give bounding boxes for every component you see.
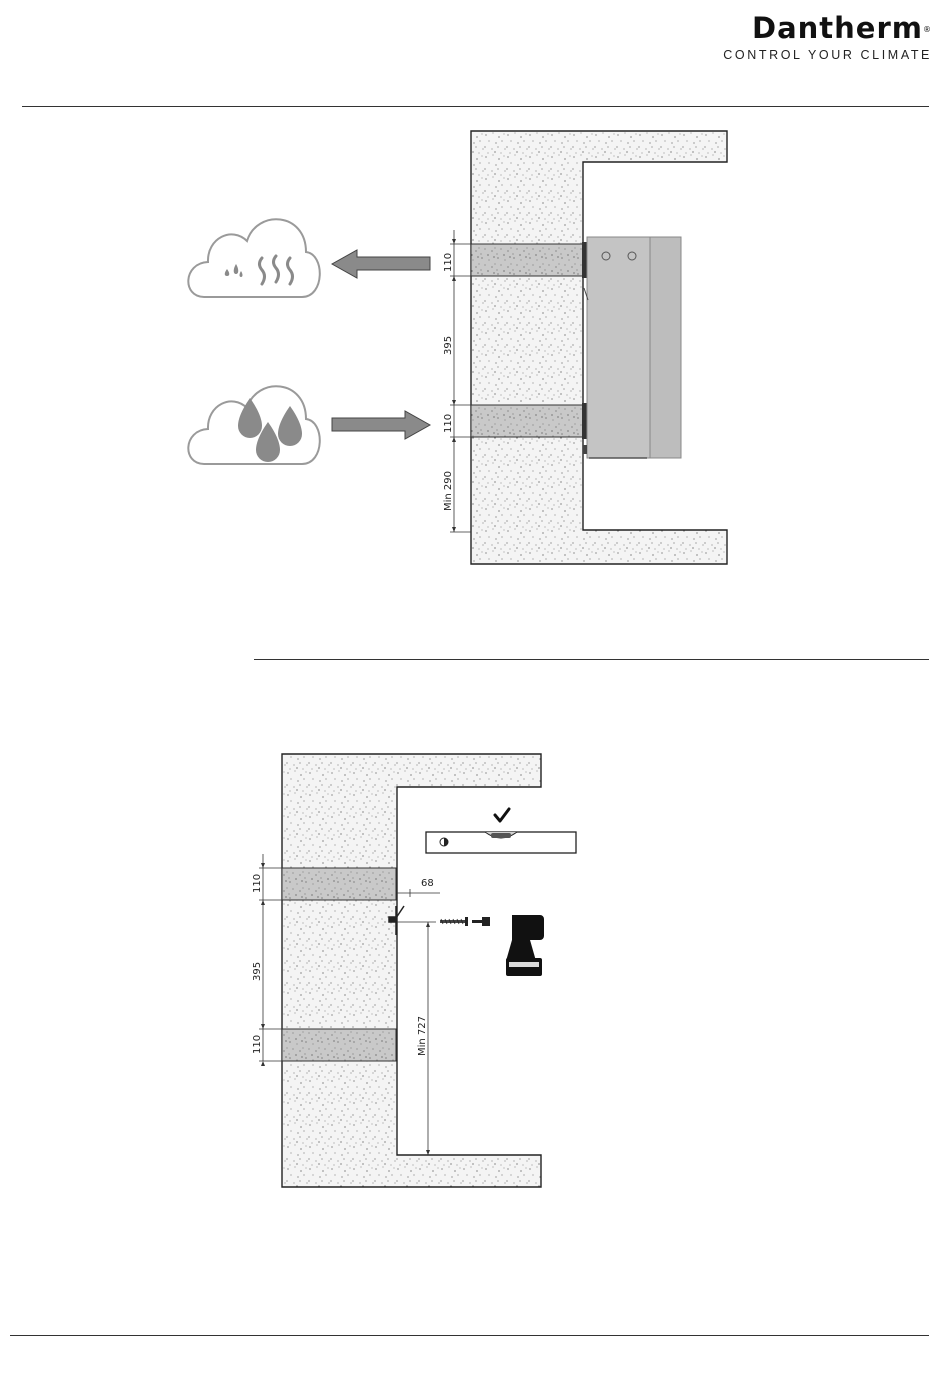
figure-top: 110 395 110 Min 290 [188, 131, 727, 564]
dim-upper-duct-label: 110 [443, 253, 454, 272]
upper-duct-bottom [282, 868, 396, 900]
lower-duct [471, 405, 583, 437]
rain-cloud-icon [188, 386, 319, 464]
humid-cloud-icon [188, 219, 319, 297]
dim-lower-duct-label: 110 [443, 414, 454, 433]
dim-min-floor-label: Min 290 [443, 471, 454, 511]
screw-icon [440, 917, 468, 926]
drill-icon [472, 915, 544, 976]
dim-offset-label: 68 [421, 878, 434, 889]
dim-spacing-label-bottom: 395 [252, 962, 263, 981]
dehumidifier-unit [583, 237, 681, 458]
lower-duct-flange [582, 403, 587, 439]
lower-duct-bottom [282, 1029, 396, 1061]
dim-upper-duct-label-bottom: 110 [252, 874, 263, 893]
checkmark-icon [495, 809, 509, 821]
dim-min-height-label: Min 727 [417, 1016, 428, 1056]
figure-bottom: 110 395 110 68 Min 727 [252, 754, 576, 1187]
intake-arrow-icon [332, 411, 430, 439]
dim-lower-duct-label-bottom: 110 [252, 1035, 263, 1054]
dim-spacing-label: 395 [443, 336, 454, 355]
upper-duct [471, 244, 583, 276]
exhaust-arrow-icon [332, 250, 430, 278]
upper-duct-flange [582, 242, 587, 278]
spirit-level-icon [426, 832, 576, 853]
